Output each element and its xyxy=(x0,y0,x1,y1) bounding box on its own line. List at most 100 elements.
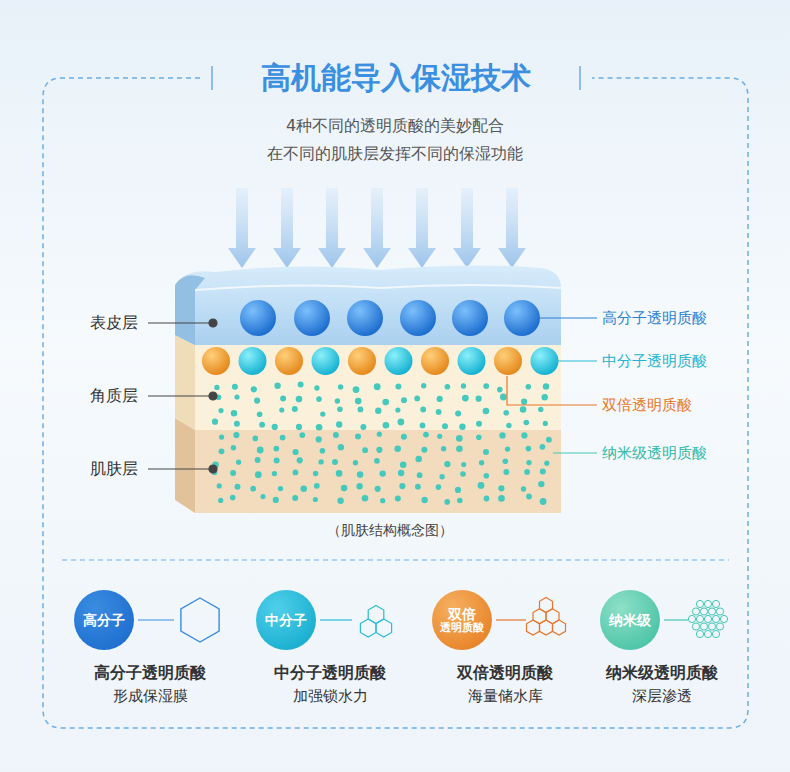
nano-dot xyxy=(484,496,490,502)
nano-dot xyxy=(526,494,532,500)
nano-dot xyxy=(417,472,423,478)
nano-dot xyxy=(255,471,262,478)
nano-dot xyxy=(320,448,326,454)
item-note: 加强锁水力 xyxy=(293,687,368,705)
arrow xyxy=(273,188,301,268)
mid-molecule xyxy=(494,347,522,375)
nano-dot xyxy=(540,498,547,505)
nano-dot xyxy=(395,496,401,502)
arrow xyxy=(408,188,436,268)
arrow xyxy=(228,188,256,268)
nano-dot xyxy=(423,432,429,438)
nano-dot xyxy=(503,458,509,464)
mid-molecule xyxy=(348,347,376,375)
nano-dot xyxy=(444,499,450,505)
nano-icon xyxy=(696,630,703,637)
part-label: 纳米级透明质酸 xyxy=(602,444,707,462)
nano-icon xyxy=(716,608,723,615)
nano-dot xyxy=(217,483,222,488)
nano-dot xyxy=(297,457,303,463)
circle-text: 透明质酸 xyxy=(440,622,484,635)
nano-dot xyxy=(357,471,364,478)
nano-dot xyxy=(542,394,548,400)
nano-dot xyxy=(456,446,463,453)
nano-dot xyxy=(260,494,265,499)
nano-dot xyxy=(333,432,339,438)
nano-dot xyxy=(401,397,407,403)
nano-icon xyxy=(704,600,711,607)
part-label: 双倍透明质酸 xyxy=(602,396,692,414)
nano-dot xyxy=(483,408,490,415)
nano-dot xyxy=(234,421,240,427)
nano-dot xyxy=(483,383,489,389)
nano-dot xyxy=(456,435,463,442)
nano-icon xyxy=(688,615,695,622)
molecule-circle: 中分子 xyxy=(255,589,317,651)
nano-dot xyxy=(231,445,236,450)
nano-dot xyxy=(320,411,325,416)
hexagon-icon xyxy=(368,606,384,624)
circle-fill xyxy=(74,590,134,650)
nano-dot xyxy=(444,461,450,467)
circle-text: 双倍 xyxy=(448,606,476,622)
hexagon-icon xyxy=(553,620,566,635)
nano-dot xyxy=(401,434,407,440)
mid-molecule xyxy=(531,347,559,375)
nano-dot xyxy=(455,487,461,493)
nano-dot xyxy=(436,409,442,415)
horny-layer xyxy=(195,345,561,430)
high-molecule xyxy=(504,300,540,336)
left-leaders xyxy=(148,319,217,473)
nano-dot xyxy=(521,399,527,405)
nano-dot xyxy=(503,469,509,475)
nano-dot xyxy=(255,457,261,463)
nano-dot xyxy=(459,424,465,430)
nano-dot xyxy=(538,481,544,487)
nano-dot xyxy=(355,398,362,405)
nano-dot xyxy=(337,407,343,413)
nano-dot xyxy=(540,469,546,475)
circle-fill xyxy=(600,590,660,650)
nano-dot xyxy=(316,396,322,402)
nano-dot xyxy=(293,470,299,476)
nano-dot xyxy=(506,423,511,428)
surface-highlight xyxy=(195,285,561,290)
high-molecule xyxy=(347,300,383,336)
nano-dot xyxy=(296,396,303,403)
nano-dot xyxy=(400,462,407,469)
nano-dot xyxy=(500,394,507,401)
nano-dot xyxy=(540,444,546,450)
dermis-layer xyxy=(195,430,561,513)
nano-dot xyxy=(374,458,380,464)
nano-dot xyxy=(476,421,482,427)
nano-dot xyxy=(259,422,265,428)
subtitle: 在不同的肌肤层发挥不同的保湿功能 xyxy=(267,144,523,163)
nano-dot xyxy=(314,385,319,390)
nano-dot xyxy=(476,396,482,402)
mid-molecule xyxy=(421,347,449,375)
nano-dot xyxy=(437,434,442,439)
layer-label: 角质层 xyxy=(90,386,138,405)
nano-dot xyxy=(316,436,322,442)
nano-icon xyxy=(712,630,719,637)
nano-dot xyxy=(383,422,390,429)
nano-dot xyxy=(437,396,443,402)
nano-dot xyxy=(521,486,526,491)
nano-dots xyxy=(212,382,552,505)
nano-dot xyxy=(544,461,549,466)
nano-dot xyxy=(292,495,298,501)
nano-dot xyxy=(353,460,358,465)
spheres xyxy=(202,300,559,375)
nano-dot xyxy=(421,447,427,453)
nano-dot xyxy=(455,411,461,417)
nano-dot xyxy=(375,408,381,414)
nano-dot xyxy=(442,423,448,429)
high-molecule xyxy=(400,300,436,336)
nano-dot xyxy=(236,460,241,465)
nano-dot xyxy=(543,383,549,389)
circle-fill xyxy=(432,590,492,650)
nano-dot xyxy=(538,407,543,412)
item-note: 深层渗透 xyxy=(632,687,692,705)
arrow xyxy=(318,188,346,268)
